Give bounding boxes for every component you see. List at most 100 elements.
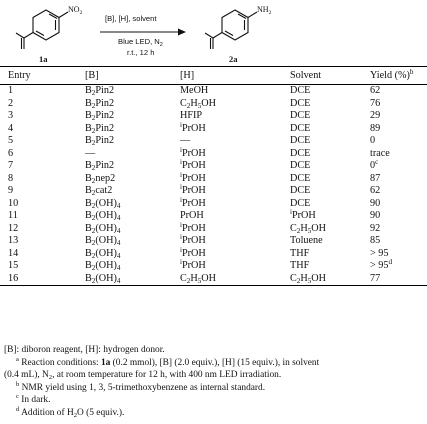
cell-hydrogen-donor: iPrOH <box>180 195 206 209</box>
cell-yield: 77 <box>370 272 427 286</box>
header-entry: Entry <box>0 66 85 85</box>
cell-entry: 11 <box>8 210 18 222</box>
cell-entry: 4 <box>8 122 14 134</box>
cell-hydrogen-donor: PrOH <box>180 210 204 222</box>
cell-yield: 85 <box>370 235 381 247</box>
cell-solvent: THF <box>290 260 310 272</box>
cell-boron-reagent: B2(OH)4 <box>85 222 121 235</box>
cell-entry: 5 <box>8 135 14 147</box>
reactant-structure <box>15 9 69 49</box>
cell-yield: 29 <box>370 110 381 122</box>
product-amino-group: NH2 <box>257 5 272 16</box>
cell-entry: 15 <box>8 260 19 272</box>
footnote-a: a Reaction conditions: 1a (0.2 mmol), [B… <box>16 355 320 368</box>
cell-solvent: DCE <box>290 185 311 197</box>
cell-yield: 89 <box>370 122 381 134</box>
cell-entry: 14 <box>8 247 19 259</box>
cell-solvent: THF <box>290 247 310 259</box>
cell-yield: > 95d <box>370 258 393 272</box>
cell-entry: 6 <box>8 147 14 159</box>
reactant-label: 1a <box>39 54 48 64</box>
cell-hydrogen-donor: iPrOH <box>180 220 206 234</box>
cell-boron-reagent: — <box>85 147 96 159</box>
cell-solvent: DCE <box>290 135 311 147</box>
table-row: 3 B2Pin2 HFIP DCE 29 <box>0 110 427 123</box>
cell-entry: 9 <box>8 185 14 197</box>
cell-yield: 90 <box>370 210 381 222</box>
cell-solvent: DCE <box>290 160 311 172</box>
cell-boron-reagent: B2(OH)4 <box>85 197 121 210</box>
reaction-scheme: NO2 1a [B], [H], solvent Blue LED, N2 r.… <box>15 5 272 64</box>
cell-boron-reagent: B2Pin2 <box>85 97 115 110</box>
product-structure <box>204 9 258 49</box>
conditions-below-2: r.t., 12 h <box>127 48 154 57</box>
table-row: 11 B2(OH)4 PrOH iPrOH 90 <box>0 208 427 223</box>
cell-solvent: iPrOH <box>290 208 316 222</box>
cell-hydrogen-donor: HFIP <box>180 110 203 122</box>
cell-boron-reagent: B2(OH)4 <box>85 210 121 223</box>
footnotes: [B]: diboron reagent, [H]: hydrogen dono… <box>4 344 424 420</box>
cell-yield: 92 <box>370 222 381 234</box>
header-solvent: Solvent <box>290 66 370 85</box>
cell-hydrogen-donor: iPrOH <box>180 245 206 259</box>
cell-solvent: DCE <box>290 110 311 122</box>
cell-entry: 13 <box>8 235 19 247</box>
reactant-nitro-group: NO2 <box>68 5 83 16</box>
cell-yield: 0 <box>370 135 376 147</box>
cell-solvent: DCE <box>290 85 311 97</box>
cell-yield: 62 <box>370 85 381 97</box>
cell-hydrogen-donor: MeOH <box>180 85 209 97</box>
cell-hydrogen-donor: iPrOH <box>180 158 206 172</box>
cell-entry: 10 <box>8 197 19 209</box>
header-boron: [B] <box>85 66 180 85</box>
footnote-legend: [B]: diboron reagent, [H]: hydrogen dono… <box>4 345 165 355</box>
cell-solvent: DCE <box>290 122 311 134</box>
header-hydrogen-donor: [H] <box>180 66 290 85</box>
cell-boron-reagent: B2Pin2 <box>85 160 115 173</box>
cell-boron-reagent: B2(OH)4 <box>85 272 180 286</box>
table-row: 10 B2(OH)4 iPrOH DCE 90 <box>0 195 427 211</box>
cell-boron-reagent: B2(OH)4 <box>85 235 121 248</box>
cell-solvent: C2H5OH <box>290 272 370 286</box>
cell-solvent: DCE <box>290 97 311 109</box>
cell-entry: 12 <box>8 222 19 234</box>
table-row: 1 B2Pin2 MeOH DCE 62 <box>0 85 427 98</box>
footnote-d: d Addition of H2O (5 equiv.). <box>16 405 125 419</box>
cell-entry: 3 <box>8 110 14 122</box>
cell-entry: 16 <box>0 272 85 286</box>
cell-boron-reagent: B2Pin2 <box>85 85 115 98</box>
cell-hydrogen-donor: — <box>180 135 191 147</box>
cell-yield: 62 <box>370 185 381 197</box>
footnote-c: c In dark. <box>16 393 51 406</box>
cell-hydrogen-donor: C2H5OH <box>180 272 290 286</box>
cell-entry: 1 <box>8 85 14 97</box>
cell-boron-reagent: B2(OH)4 <box>85 247 121 260</box>
cell-solvent: DCE <box>290 147 311 159</box>
cell-solvent: DCE <box>290 197 311 209</box>
cell-entry: 7 <box>8 160 14 172</box>
cell-yield: 87 <box>370 172 381 184</box>
cell-hydrogen-donor: iPrOH <box>180 145 206 159</box>
cell-boron-reagent: B2Pin2 <box>85 110 115 123</box>
cell-yield: 90 <box>370 197 381 209</box>
product-label: 2a <box>229 54 238 64</box>
cell-entry: 2 <box>8 97 14 109</box>
table-header-row: Entry [B] [H] Solvent Yield (%)b <box>0 66 427 85</box>
cell-boron-reagent: B2Pin2 <box>85 122 115 135</box>
cell-entry: 8 <box>8 172 14 184</box>
conditions-below-1: Blue LED, N2 <box>118 37 163 48</box>
cell-solvent: DCE <box>290 172 311 184</box>
cell-hydrogen-donor: iPrOH <box>180 170 206 184</box>
cell-hydrogen-donor: C2H5OH <box>180 97 216 110</box>
